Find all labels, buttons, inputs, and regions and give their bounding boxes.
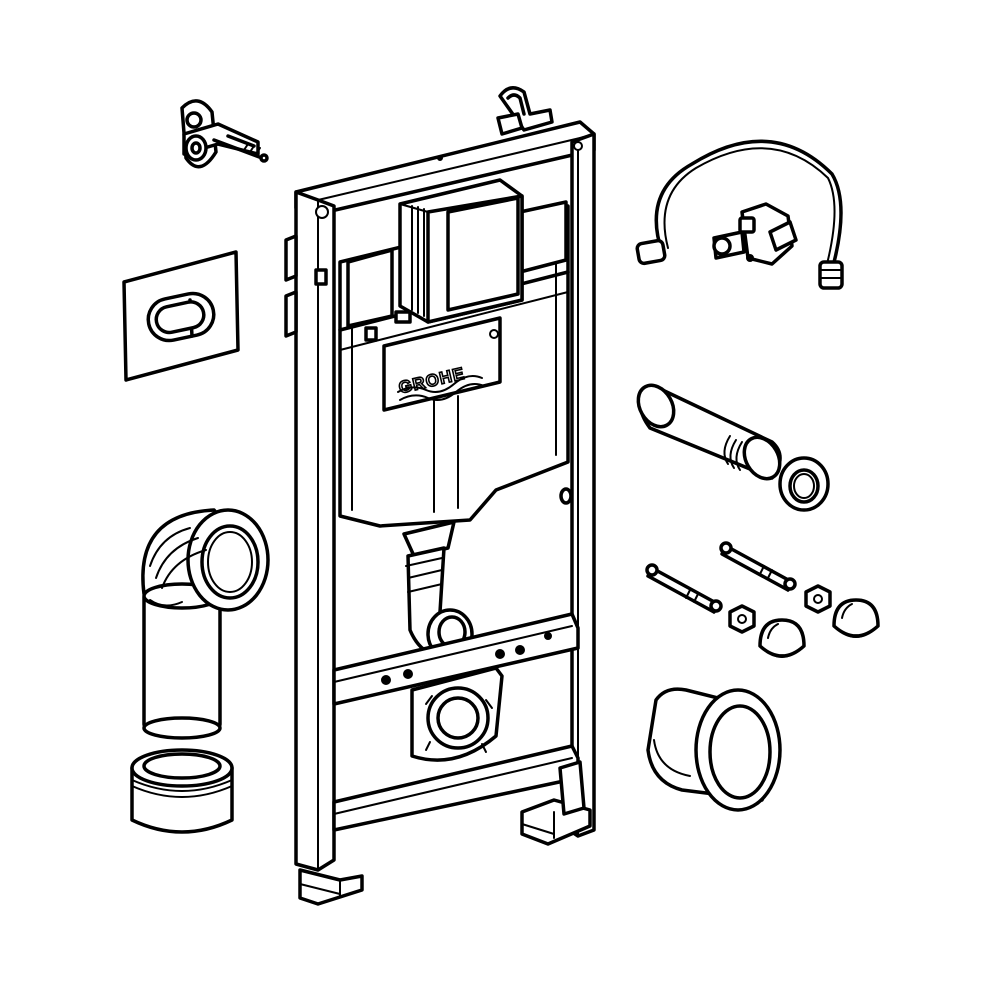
mounting-bolt-2 bbox=[719, 541, 797, 592]
flush-plate bbox=[122, 250, 240, 382]
hex-nut bbox=[728, 604, 756, 634]
top-hook-bracket bbox=[496, 86, 554, 136]
angle-valve bbox=[712, 202, 798, 266]
hex-nut-2 bbox=[804, 584, 832, 614]
drain-elbow-pipe bbox=[141, 508, 270, 740]
mounting-frame bbox=[294, 86, 596, 872]
pipe-seal-ring bbox=[778, 456, 830, 512]
wc-connector-sleeve bbox=[646, 687, 782, 812]
brand-logo-plate: GROHE bbox=[382, 316, 502, 412]
drain-end-cap bbox=[130, 748, 234, 834]
cap-nut bbox=[758, 618, 806, 658]
wc-connector-bracket bbox=[410, 666, 504, 762]
concealed-cistern: GROHE bbox=[338, 178, 573, 528]
frame-foot-right bbox=[520, 760, 592, 846]
cap-nut-2 bbox=[832, 598, 880, 638]
wall-anchor-hook bbox=[180, 99, 269, 169]
actuator-service-box bbox=[364, 178, 524, 342]
frame-foot-left bbox=[298, 868, 364, 906]
supply-hose bbox=[635, 139, 844, 290]
mounting-bolt bbox=[645, 563, 723, 614]
lower-crossbar bbox=[332, 612, 580, 706]
flush-pipe bbox=[402, 520, 474, 660]
inlet-pipe bbox=[636, 383, 782, 481]
